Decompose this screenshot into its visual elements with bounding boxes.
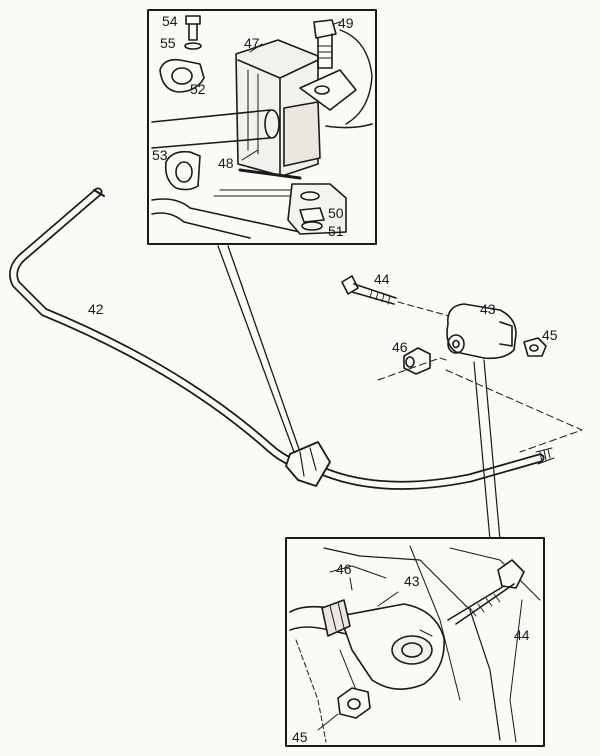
- bush-46-installed: [321, 599, 351, 637]
- callout-46: 46: [392, 339, 408, 355]
- clamp-52: [159, 58, 205, 93]
- anti-roll-bar: [9, 187, 555, 490]
- nut-45-installed: [337, 687, 371, 719]
- upper-detail-inset: [147, 9, 377, 245]
- callout-45: 45: [542, 327, 558, 343]
- callout-49: 49: [338, 15, 354, 31]
- bolt-54-washer-55: [184, 15, 202, 50]
- callout-54: 54: [162, 13, 178, 29]
- callout-44: 44: [374, 271, 390, 287]
- callout-42: 42: [88, 301, 104, 317]
- anti-roll-bar-section: [151, 109, 271, 149]
- bar-bush: [285, 441, 331, 487]
- callout-43-detail: 43: [404, 573, 420, 589]
- callout-43: 43: [480, 301, 496, 317]
- callout-51: 51: [328, 223, 344, 239]
- lower-detail-inset: [285, 537, 545, 747]
- assembly-axis: [397, 301, 465, 321]
- nut-50-51: [287, 183, 347, 235]
- callout-50: 50: [328, 205, 344, 221]
- leader-top-inset: [217, 245, 295, 453]
- callout-52: 52: [190, 81, 206, 97]
- callout-46-detail: 46: [336, 561, 352, 577]
- callout-55: 55: [160, 35, 176, 51]
- callout-48: 48: [218, 155, 234, 171]
- callout-53: 53: [152, 147, 168, 163]
- bush-46: [403, 347, 431, 375]
- clamp-53: [164, 150, 201, 191]
- nut-45: [523, 337, 547, 357]
- rubber-bush: [283, 101, 321, 167]
- link-43: [446, 303, 517, 360]
- callout-44-detail: 44: [514, 627, 530, 643]
- bolt-44-installed: [447, 559, 525, 625]
- callout-47: 47: [244, 35, 260, 51]
- link-bolt-44: [341, 275, 397, 305]
- callout-45-detail: 45: [292, 729, 308, 745]
- leader-bottom-inset: [483, 359, 501, 541]
- bolt-49: [313, 19, 337, 69]
